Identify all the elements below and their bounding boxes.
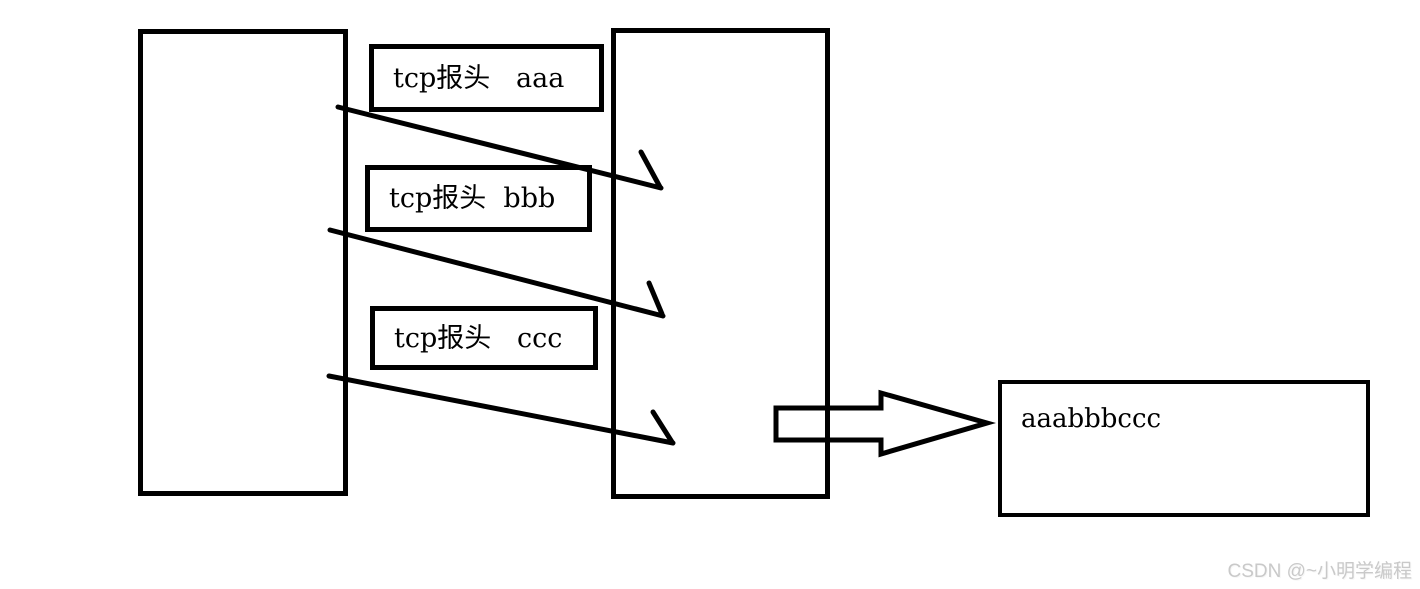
block-arrow — [773, 389, 997, 458]
arrowhead-tick-bbb — [646, 280, 665, 317]
arrowhead-tick-ccc — [650, 409, 675, 445]
watermark: CSDN @~小明学编程 — [1227, 561, 1413, 582]
left-buffer-rectangle — [138, 29, 348, 496]
tcp-box-aaa-label: tcp报头 aaa — [393, 62, 565, 94]
tcp-box-bbb-label: tcp报头 bbb — [389, 183, 556, 214]
tcp-box-ccc: tcp报头 ccc — [370, 306, 598, 370]
result-box: aaabbbccc — [998, 380, 1370, 517]
tcp-box-bbb: tcp报头 bbb — [365, 165, 592, 232]
arrow-line-bbb — [327, 227, 666, 319]
arrow-line-aaa — [335, 104, 664, 191]
arrow-line-ccc — [326, 373, 676, 446]
tcp-box-aaa: tcp报头 aaa — [369, 44, 604, 112]
tcp-box-ccc-label: tcp报头 ccc — [394, 322, 563, 354]
result-box-label: aaabbbccc — [1021, 404, 1162, 434]
arrowhead-tick-aaa — [638, 149, 663, 190]
middle-buffer-rectangle — [611, 28, 830, 499]
